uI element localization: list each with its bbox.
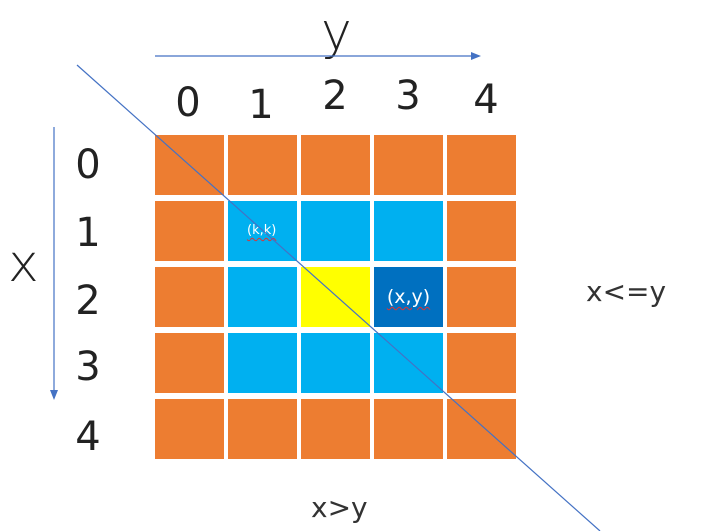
x-axis-title: x [8,234,39,294]
cell-0-0 [155,135,224,195]
cell-label-0: (k,k) [247,223,277,238]
cell-label-1: (x,y) [386,286,431,308]
region-label-lower: x>y [311,491,368,524]
cell-2-2 [301,267,370,327]
region-label-upper: x<=y [586,275,667,308]
cell-3-3 [374,333,443,393]
row-label-0: 0 [75,142,101,188]
row-label-4: 4 [75,414,101,460]
cell-4-1 [228,399,297,459]
cell-2-1 [228,267,297,327]
cell-3-4 [447,333,516,393]
row-label-1: 1 [75,210,101,256]
column-label-0: 0 [175,80,201,126]
cell-0-1 [228,135,297,195]
cell-4-3 [374,399,443,459]
cell-3-2 [301,333,370,393]
cell-0-4 [447,135,516,195]
cell-2-3: (x,y) [374,267,443,327]
cell-4-2 [301,399,370,459]
cell-4-4 [447,399,516,459]
cell-0-2 [301,135,370,195]
cell-1-0 [155,201,224,261]
y-axis-title: y [321,2,352,62]
cell-2-0 [155,267,224,327]
cell-1-4 [447,201,516,261]
cell-1-2 [301,201,370,261]
cell-4-0 [155,399,224,459]
column-label-1: 1 [248,82,274,128]
row-label-3: 3 [75,344,101,390]
cell-1-1: (k,k) [228,201,297,261]
cell-3-1 [228,333,297,393]
cell-3-0 [155,333,224,393]
row-label-2: 2 [75,278,101,324]
cell-2-4 [447,267,516,327]
column-label-3: 3 [395,73,421,119]
column-label-4: 4 [473,77,499,123]
column-label-2: 2 [322,73,348,119]
cell-0-3 [374,135,443,195]
cell-1-3 [374,201,443,261]
